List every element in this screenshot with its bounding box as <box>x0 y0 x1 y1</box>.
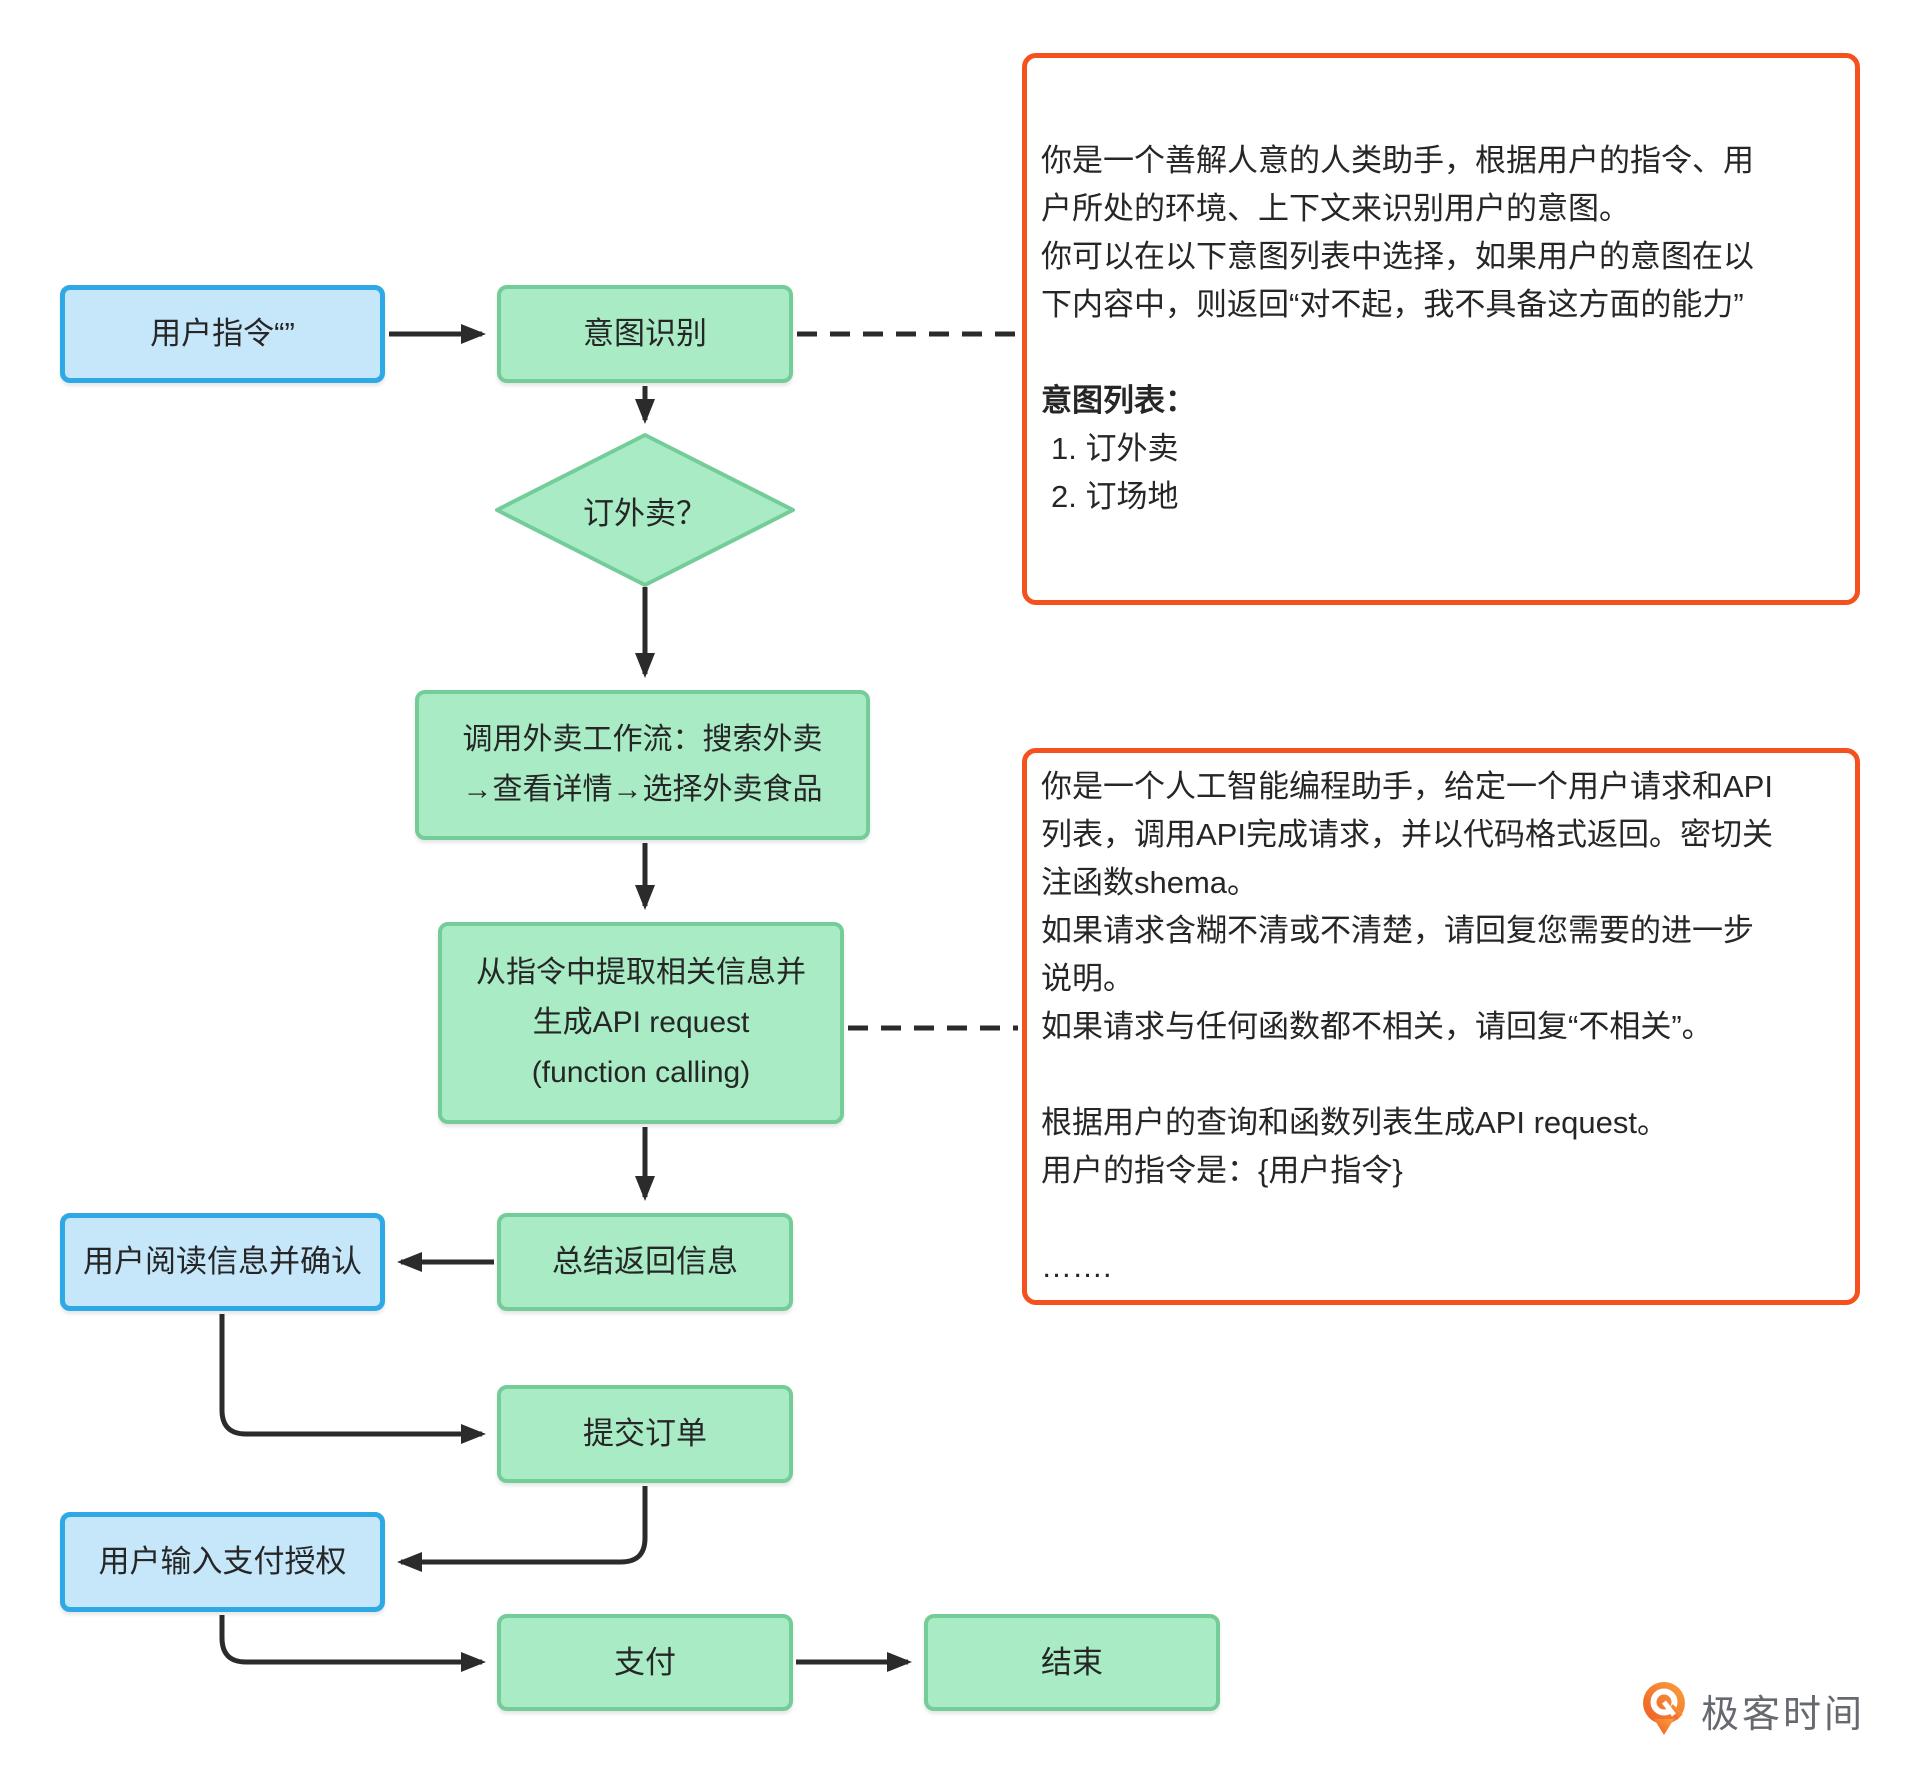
node-intent-recognition: 意图识别 <box>497 285 793 383</box>
node-user-read-confirm: 用户阅读信息并确认 <box>60 1213 385 1311</box>
text-line: 你是一个人工智能编程助手，给定一个用户请求和API <box>1041 768 1773 804</box>
node-label: 意图识别 <box>583 316 707 351</box>
prompt-paragraph: 你是一个善解人意的人类助手，根据用户的指令、用户所处的环境、上下文来识别用户的意… <box>1041 137 1837 329</box>
text-line: 列表，调用API完成请求，并以代码格式返回。密切关 <box>1041 816 1773 852</box>
text-line: 你可以在以下意图列表中选择，如果用户的意图在以 <box>1041 239 1754 274</box>
text-line: →查看详情→选择外卖食品 <box>462 773 823 806</box>
node-label: 用户阅读信息并确认 <box>83 1244 362 1279</box>
node-user-payment-auth: 用户输入支付授权 <box>60 1512 385 1612</box>
geektime-pin-icon <box>1643 1682 1685 1735</box>
node-label: 总结返回信息 <box>552 1244 738 1279</box>
node-label: 用户输入支付授权 <box>98 1544 347 1579</box>
node-submit-order: 提交订单 <box>497 1385 793 1483</box>
text-line: 你是一个善解人意的人类助手，根据用户的指令、用 <box>1041 143 1754 178</box>
node-takeout-workflow: 调用外卖工作流：搜索外卖 →查看详情→选择外卖食品 <box>415 690 870 840</box>
text-line: (function calling) <box>531 1056 751 1089</box>
decision-order-takeout: 订外卖？ <box>497 435 793 585</box>
text-line: ……. <box>1041 1248 1112 1284</box>
text-line: 注函数shema。 <box>1041 864 1259 900</box>
intent-list-title: 意图列表： <box>1041 383 1196 418</box>
node-label: 用户指令“” <box>150 316 295 351</box>
text-line: 生成API request <box>532 1006 750 1039</box>
node-label: 支付 <box>614 1644 676 1680</box>
arrow-submit-to-payauth <box>396 1486 648 1572</box>
prompt-box-intent: 你是一个善解人意的人类助手，根据用户的指令、用户所处的环境、上下文来识别用户的意… <box>1022 53 1860 605</box>
text-line: 如果请求含糊不清或不清楚，请回复您需要的进一步 <box>1041 912 1754 948</box>
node-label: 订外卖？ <box>583 495 707 531</box>
geektime-logo: 极客时间 <box>1643 1680 1865 1740</box>
text-line: 1. 订外卖 <box>1051 431 1179 466</box>
node-extract-api-request: 从指令中提取相关信息并生成API request (function callin… <box>438 922 844 1124</box>
node-label: 提交订单 <box>583 1416 707 1451</box>
prompt-box-function-calling: 你是一个人工智能编程助手，给定一个用户请求和API 列表，调用API完成请求，并以… <box>1022 748 1860 1305</box>
text-line: 从指令中提取相关信息并 <box>476 956 806 989</box>
text-line: 户所处的环境、上下文来识别用户的意图。 <box>1041 191 1630 226</box>
node-pay: 支付 <box>497 1614 793 1711</box>
text-line: 如果请求与任何函数都不相关，请回复“不相关”。 <box>1041 1008 1713 1044</box>
node-summarize-return: 总结返回信息 <box>497 1213 793 1311</box>
intent-list: 1. 订外卖 2. 订场地 <box>1041 425 1837 521</box>
blank-line <box>1041 329 1837 377</box>
text-line: 说明。 <box>1041 960 1134 996</box>
text-line <box>1041 1051 1837 1099</box>
node-end: 结束 <box>924 1614 1220 1711</box>
node-user-instruction: 用户指令“” <box>60 285 385 383</box>
geektime-logo-text: 极客时间 <box>1701 1693 1866 1736</box>
text-line: 2. 订场地 <box>1051 479 1179 514</box>
arrow-read-to-submit <box>219 1314 487 1444</box>
arrow-payauth-to-pay <box>219 1615 487 1672</box>
text-line: 根据用户的查询和函数列表生成API request。 <box>1041 1104 1668 1140</box>
node-label: 结束 <box>1041 1644 1103 1680</box>
text-line <box>1041 1195 1837 1243</box>
text-line: 用户的指令是：{用户指令} <box>1041 1152 1403 1188</box>
text-line: 下内容中，则返回“对不起，我不具备这方面的能力” <box>1041 287 1744 322</box>
text-line: 调用外卖工作流：搜索外卖 <box>462 723 823 756</box>
